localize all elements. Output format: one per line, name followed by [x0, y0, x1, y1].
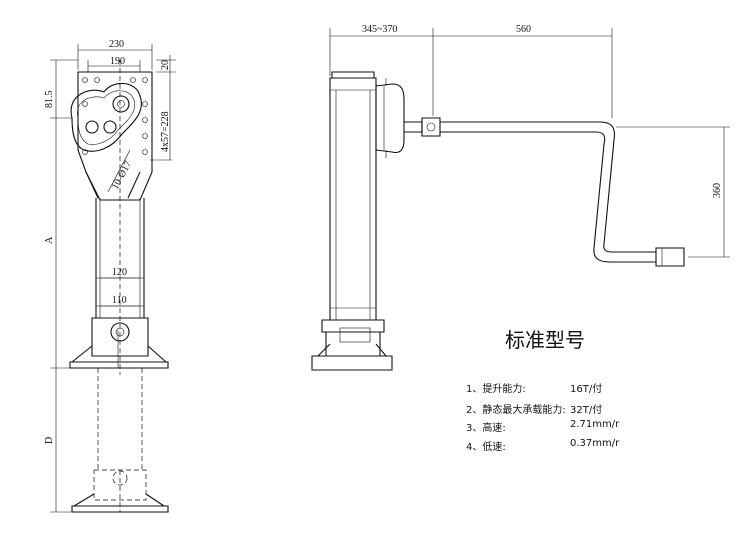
plate-bolt-holes: [82, 77, 148, 155]
outer-tube: [95, 198, 145, 318]
gear-shaft-1: [85, 120, 99, 134]
spec-value-1: 16T/付: [570, 384, 603, 395]
gear-housing: [70, 82, 142, 152]
crank-arm-outer: [440, 121, 656, 253]
spec-value-3: 2.71mm/r: [570, 419, 620, 430]
dim-bolt: 10-Ø17: [110, 159, 134, 191]
crank-arm-inner: [440, 131, 656, 263]
extended-legs: [73, 493, 165, 507]
dim-110: 110: [112, 295, 127, 306]
dim-120: 120: [112, 267, 127, 278]
foot-plate: [69, 361, 169, 369]
spec-label-4: 4、低速:: [466, 442, 506, 453]
spec-label-3: 3、高速:: [466, 423, 506, 434]
side-dimensions: [329, 28, 730, 258]
dim-230: 230: [109, 39, 124, 50]
dim-190: 190: [110, 56, 125, 67]
crank-coupling: [421, 117, 441, 137]
front-view: 230 190 20 4x57=228 81.5 A D 10-Ø17 120 …: [44, 39, 176, 513]
front-dimensions: [50, 44, 176, 513]
extended-tube: [97, 368, 143, 470]
crank-shaft: [404, 121, 423, 133]
dim-81-5: 81.5: [44, 91, 55, 109]
extended-bracket: [93, 469, 147, 501]
side-view: 345~370 560 360: [311, 24, 730, 371]
dim-20: 20: [160, 60, 171, 70]
dim-360: 360: [712, 183, 723, 198]
dim-holes: 4x57=228: [160, 111, 171, 152]
dim-345-370: 345~370: [362, 24, 397, 35]
dim-560: 560: [516, 24, 531, 35]
extended-foot-plate: [71, 505, 169, 513]
gear-housing-inner: [77, 90, 136, 145]
dim-D: D: [44, 437, 55, 444]
side-column: [329, 77, 377, 321]
gussets: [85, 171, 141, 199]
model-title: 标准型号: [505, 328, 585, 352]
foot-bracket: [91, 317, 149, 357]
side-gearbox: [375, 83, 405, 154]
crank-grip: [655, 247, 685, 267]
spec-label-1: 1、提升能力:: [466, 384, 526, 395]
dim-A: A: [44, 236, 55, 244]
side-foot-plate: [311, 355, 393, 371]
foot-legs: [71, 345, 167, 363]
side-foot-block: [321, 319, 385, 333]
spec-value-4: 0.37mm/r: [570, 438, 620, 449]
spec-label-2: 2、静态最大承载能力:: [466, 405, 566, 416]
spec-value-2: 32T/付: [570, 405, 603, 416]
gear-shaft-2: [103, 120, 117, 134]
input-shaft: [112, 95, 130, 113]
